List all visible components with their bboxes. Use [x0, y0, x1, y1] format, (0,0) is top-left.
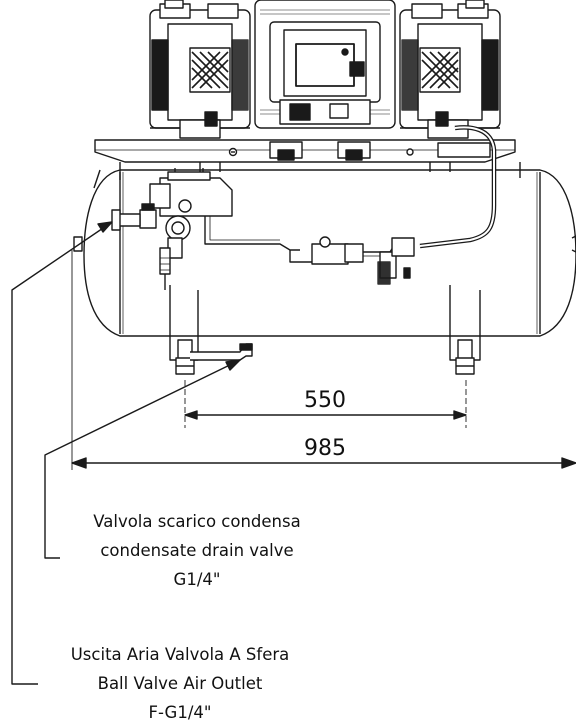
- drain-valve-label: Valvola scarico condensa condensate drai…: [52, 507, 342, 594]
- dimension-985: 985: [304, 436, 346, 461]
- air-outlet-label-en: Ball Valve Air Outlet: [97, 674, 263, 693]
- pressure-switch: [111, 168, 300, 290]
- dimension-550: 550: [304, 388, 346, 413]
- air-outlet-label-size: F-G1/4": [148, 703, 212, 722]
- air-outlet-label-it: Uscita Aria Valvola A Sfera: [70, 645, 290, 664]
- leader-lines: [11, 221, 241, 685]
- check-valve-assembly: [289, 236, 415, 285]
- mounting-plate: [94, 139, 521, 180]
- tank-feet: [169, 285, 481, 375]
- dimension-lines: [71, 250, 576, 470]
- air-outlet-label: Uscita Aria Valvola A Sfera Ball Valve A…: [30, 640, 330, 727]
- drain-valve-label-en: condensate drain valve: [100, 541, 294, 560]
- drain-valve-label-size: G1/4": [173, 570, 221, 589]
- motor-group: [149, 0, 501, 139]
- delivery-hose: [419, 125, 497, 249]
- drain-valve-label-it: Valvola scarico condensa: [93, 512, 301, 531]
